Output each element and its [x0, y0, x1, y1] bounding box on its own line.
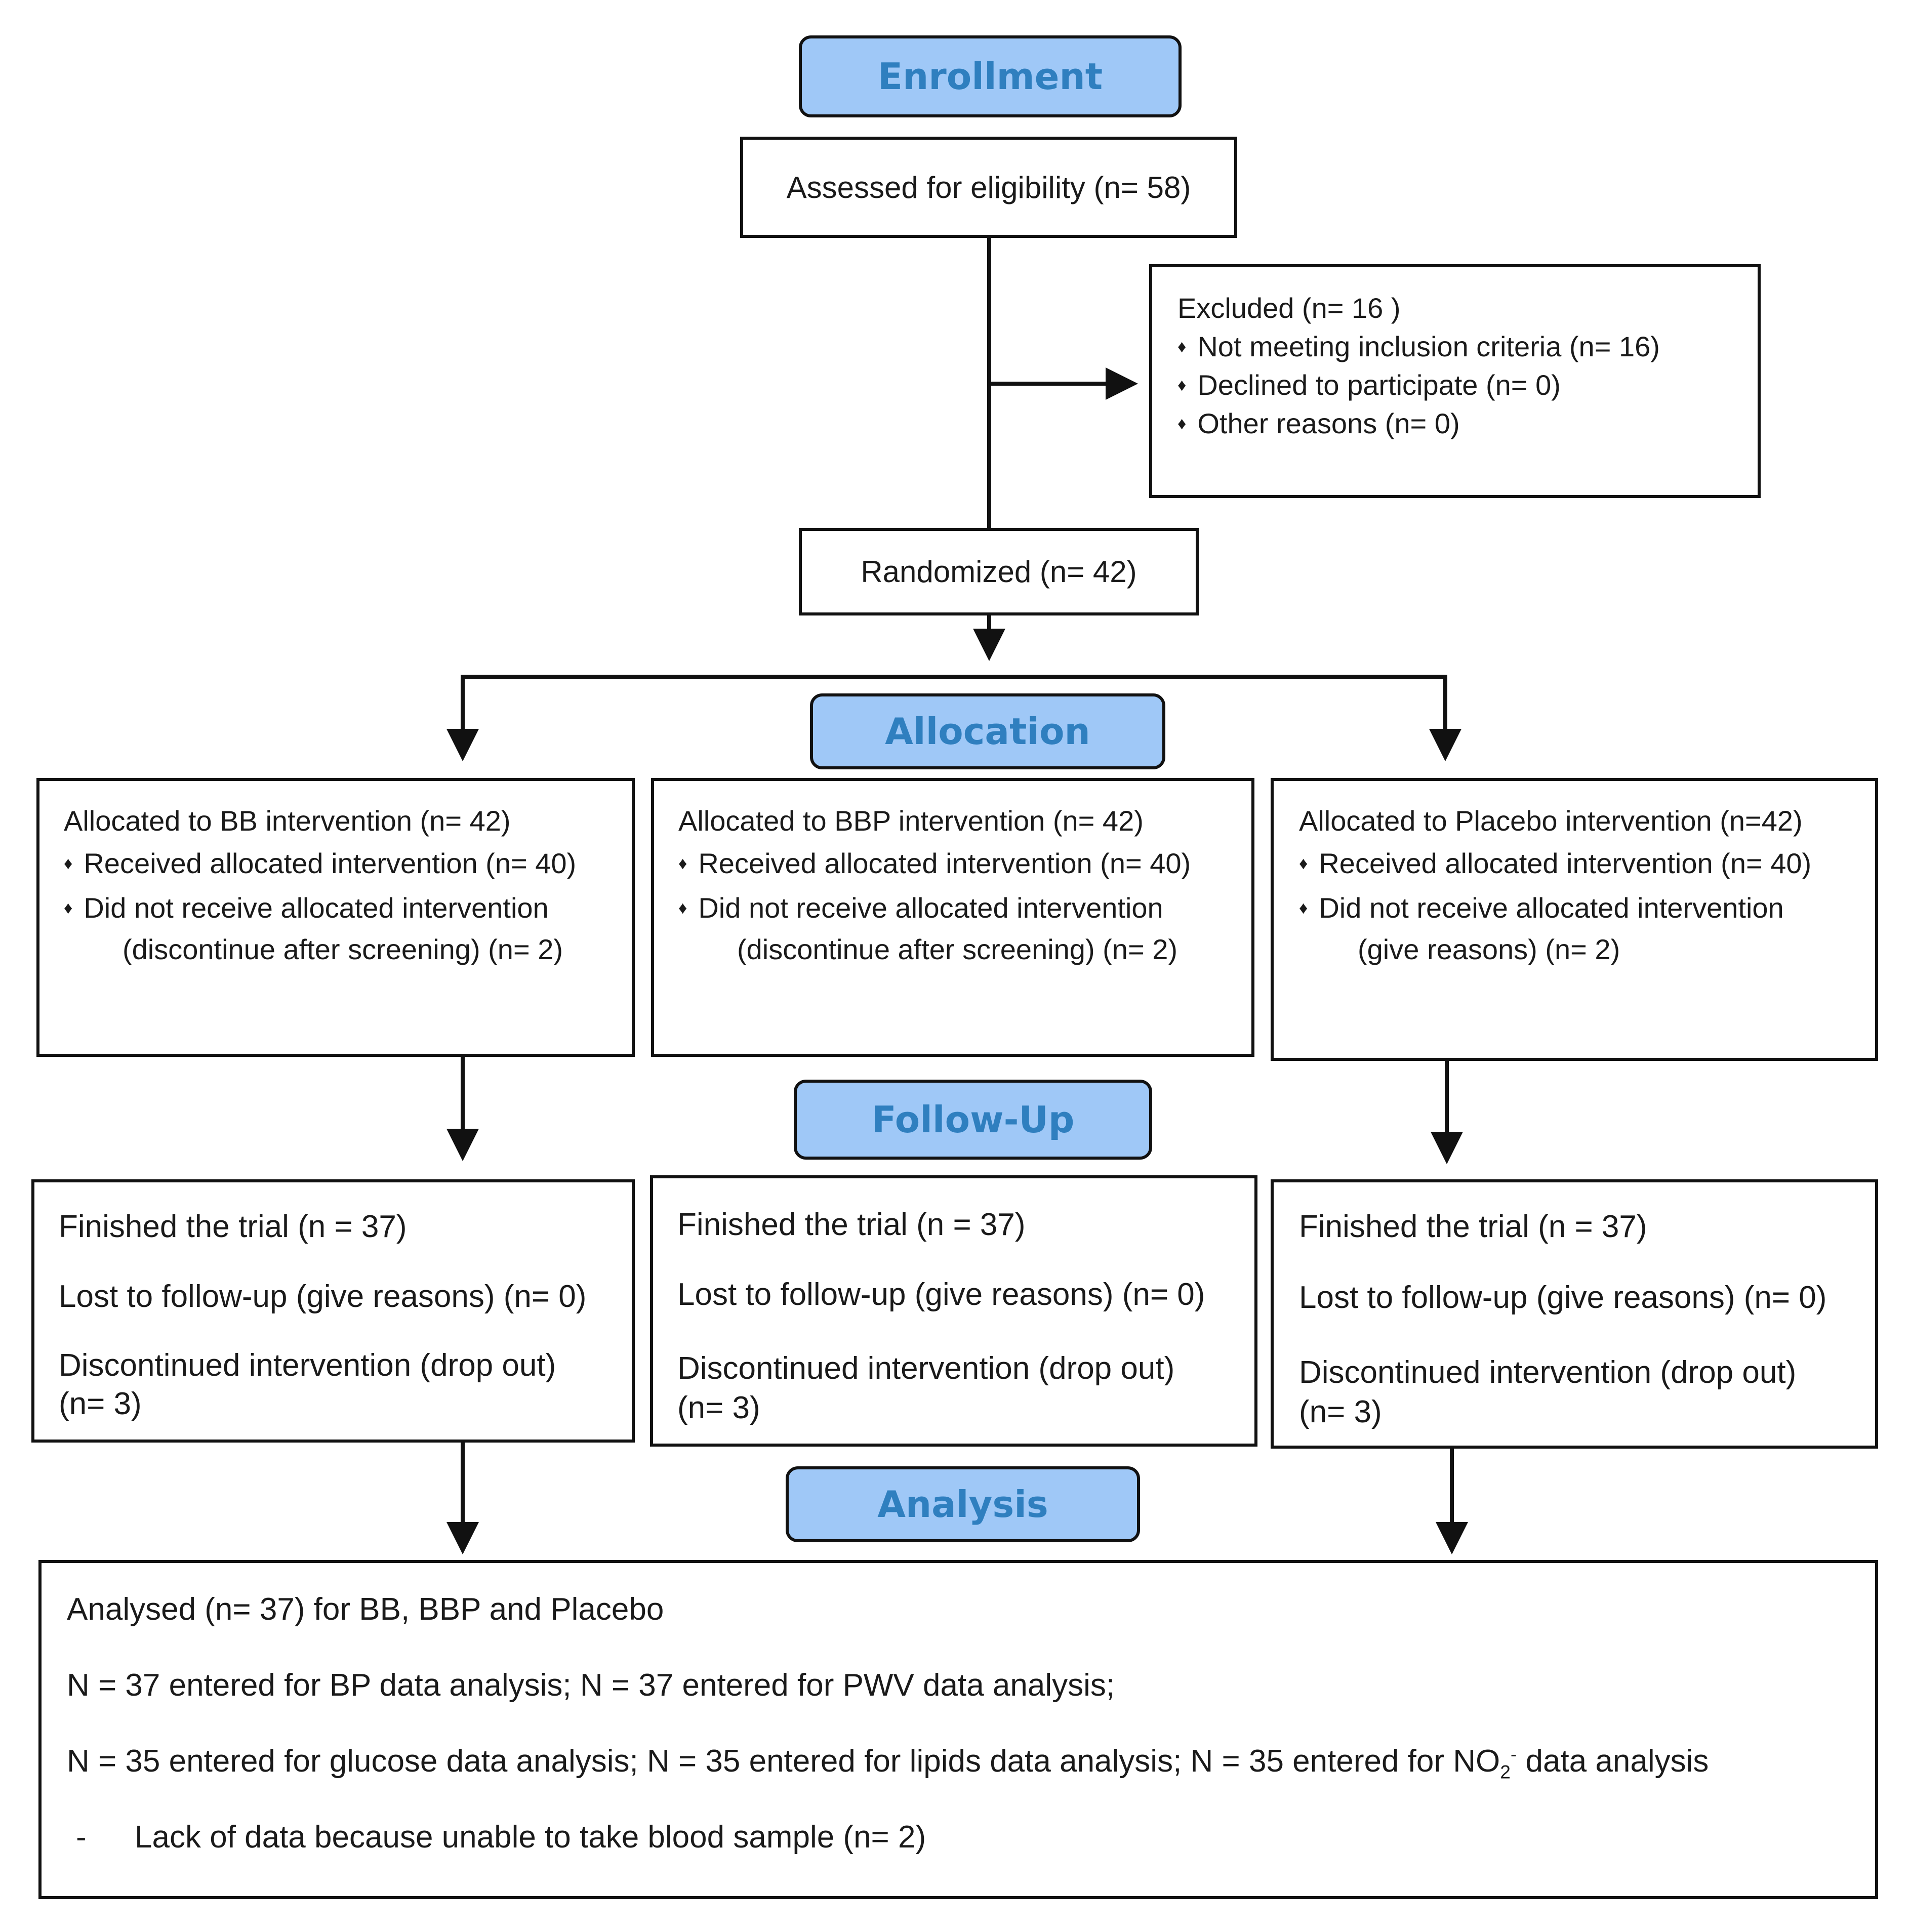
allocation-reason: (discontinue after screening) (n= 2) [737, 933, 1177, 965]
stage-analysis: Analysis [786, 1466, 1140, 1542]
allocation-not-received: ♦Did not receive allocated intervention [1299, 892, 1784, 924]
randomized-box: Randomized (n= 42) [799, 528, 1199, 615]
assessed-box: Assessed for eligibility (n= 58) [740, 137, 1237, 238]
followup-discontinued: Discontinued intervention (drop out) [677, 1351, 1175, 1386]
followup-dropout-n: (n= 3) [677, 1390, 760, 1425]
allocation-box-bb: Allocated to BB intervention (n= 42) ♦Re… [36, 778, 635, 1057]
assessed-text: Assessed for eligibility (n= 58) [786, 170, 1191, 204]
stage-follow-up: Follow-Up [794, 1080, 1152, 1160]
randomized-text: Randomized (n= 42) [861, 555, 1137, 589]
followup-finished: Finished the trial (n = 37) [677, 1207, 1026, 1242]
followup-lost: Lost to follow-up (give reasons) (n= 0) [677, 1277, 1205, 1312]
bullet-icon: ♦ [1177, 414, 1187, 433]
followup-box-bb: Finished the trial (n = 37) Lost to foll… [31, 1179, 635, 1443]
followup-dropout-n: (n= 3) [59, 1386, 142, 1421]
excluded-item: ♦Not meeting inclusion criteria (n= 16) [1177, 331, 1660, 362]
analysis-lack-of-data: Lack of data because unable to take bloo… [135, 1820, 926, 1855]
excluded-item: ♦Other reasons (n= 0) [1177, 407, 1460, 439]
followup-lost: Lost to follow-up (give reasons) (n= 0) [1299, 1280, 1827, 1315]
allocation-reason: (discontinue after screening) (n= 2) [123, 933, 563, 965]
followup-finished: Finished the trial (n = 37) [59, 1209, 407, 1244]
followup-dropout-n: (n= 3) [1299, 1394, 1382, 1429]
excluded-title: Excluded (n= 16 ) [1177, 292, 1401, 324]
excluded-box: Excluded (n= 16 ) ♦Not meeting inclusion… [1149, 264, 1761, 498]
stage-allocation: Allocation [810, 693, 1165, 769]
analysis-dash: - [76, 1820, 87, 1855]
allocation-not-received: ♦Did not receive allocated intervention [678, 892, 1163, 924]
followup-finished: Finished the trial (n = 37) [1299, 1209, 1647, 1244]
allocation-received: ♦Received allocated intervention (n= 40) [678, 847, 1191, 879]
followup-discontinued: Discontinued intervention (drop out) [1299, 1355, 1797, 1390]
allocation-box-bbp: Allocated to BBP intervention (n= 42) ♦R… [651, 778, 1254, 1057]
followup-lost: Lost to follow-up (give reasons) (n= 0) [59, 1279, 587, 1314]
analysis-line-glucose-lipids-no2: N = 35 entered for glucose data analysis… [67, 1743, 1709, 1783]
followup-box-placebo: Finished the trial (n = 37) Lost to foll… [1271, 1179, 1878, 1449]
bullet-icon: ♦ [64, 854, 73, 873]
allocation-reason: (give reasons) (n= 2) [1358, 933, 1620, 965]
allocation-title: Allocated to Placebo intervention (n=42) [1299, 805, 1803, 837]
allocation-not-received: ♦Did not receive allocated intervention [64, 892, 549, 924]
allocation-received: ♦Received allocated intervention (n= 40) [1299, 847, 1812, 879]
bullet-icon: ♦ [1177, 376, 1187, 395]
allocation-title: Allocated to BBP intervention (n= 42) [678, 805, 1144, 837]
split-line [461, 675, 1447, 753]
followup-discontinued: Discontinued intervention (drop out) [59, 1348, 556, 1383]
allocation-received: ♦Received allocated intervention (n= 40) [64, 847, 577, 879]
bullet-icon: ♦ [1299, 898, 1308, 918]
followup-box-bbp: Finished the trial (n = 37) Lost to foll… [650, 1175, 1257, 1447]
excluded-item: ♦Declined to participate (n= 0) [1177, 369, 1561, 401]
allocation-title: Allocated to BB intervention (n= 42) [64, 805, 511, 837]
analysis-line-bp-pwv: N = 37 entered for BP data analysis; N =… [67, 1668, 1115, 1703]
stage-enrollment: Enrollment [799, 35, 1182, 117]
bullet-icon: ♦ [64, 898, 73, 918]
bullet-icon: ♦ [1299, 854, 1308, 873]
bullet-icon: ♦ [1177, 337, 1187, 356]
analysis-box: Analysed (n= 37) for BB, BBP and Placebo… [38, 1560, 1878, 1899]
analysis-analysed: Analysed (n= 37) for BB, BBP and Placebo [67, 1592, 664, 1627]
bullet-icon: ♦ [678, 854, 687, 873]
bullet-icon: ♦ [678, 898, 687, 918]
allocation-box-placebo: Allocated to Placebo intervention (n=42)… [1271, 778, 1878, 1061]
